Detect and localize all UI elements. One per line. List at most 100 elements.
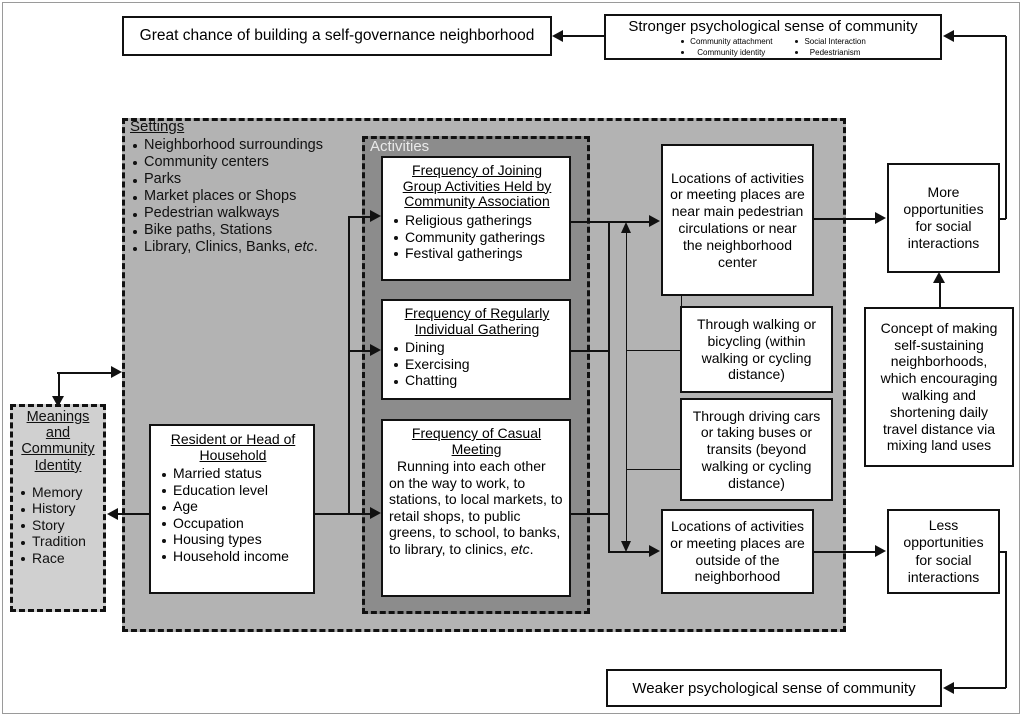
settings-block: Settings Neighborhood surroundings Commu… <box>130 118 360 257</box>
list-item: Tradition <box>18 533 104 550</box>
connector-resident-to-meanings <box>118 513 151 515</box>
activities-label: Activities <box>370 138 430 155</box>
connector-walking-riser <box>681 296 682 351</box>
less-opportunities-box: Less opportunities for social interactio… <box>887 509 1000 594</box>
connector-spine-to-casual <box>348 513 373 515</box>
casual-meeting-box: Frequency of Casual Meeting Running into… <box>381 419 571 597</box>
list-item: Religious gatherings <box>391 212 563 229</box>
list-item: Race <box>18 550 104 567</box>
settings-list: Neighborhood surroundings Community cent… <box>130 137 360 257</box>
arrow-head-bidirectional-down <box>621 541 631 552</box>
resident-list: Married status Education level Age Occup… <box>159 465 307 564</box>
meanings-title-line: Community <box>21 441 95 458</box>
driving-text: Through driving cars or taking buses or … <box>692 407 821 491</box>
connector-right-spine-up <box>1005 36 1007 219</box>
list-item: History <box>18 500 104 517</box>
connector-spine-to-group <box>348 216 373 218</box>
connector-group-to-spine <box>571 221 609 223</box>
list-item: Chatting <box>391 372 563 389</box>
connector-near-to-more <box>814 218 877 220</box>
list-item: Market places or Shops <box>130 188 360 205</box>
list-item: Exercising <box>391 356 563 373</box>
meanings-title-line: and <box>45 425 71 442</box>
list-item: Age <box>159 498 307 515</box>
individual-gathering-box: Frequency of Regularly Individual Gather… <box>381 299 571 400</box>
connector-right-to-weaker <box>954 687 1006 689</box>
stronger-sense-bullets: Community attachment Community identity … <box>680 37 866 59</box>
connector-stronger-to-great <box>563 35 605 37</box>
arrow-head-group-activities <box>370 210 381 222</box>
great-chance-box: Great chance of building a self-governan… <box>122 16 552 56</box>
connector-meanings-up <box>58 372 60 404</box>
stronger-sense-box: Stronger psychological sense of communit… <box>604 14 942 60</box>
list-item: Parks <box>130 171 360 188</box>
arrow-head-locations-near <box>649 215 660 227</box>
meanings-title-line: Identity <box>34 457 82 474</box>
list-item: Neighborhood surroundings <box>130 137 360 154</box>
weaker-sense-text: Weaker psychological sense of community <box>632 679 916 697</box>
meanings-title-line: Meanings <box>26 409 90 425</box>
arrow-head-great-chance <box>552 30 563 42</box>
list-item: Festival gatherings <box>391 245 563 262</box>
locations-outside-box: Locations of activities or meeting place… <box>661 509 814 594</box>
list-item: Community gatherings <box>391 229 563 246</box>
group-activities-box: Frequency of Joining Group Activities He… <box>381 156 571 281</box>
resident-box: Resident or Head of Household Married st… <box>149 424 315 594</box>
stronger-sense-title: Stronger psychological sense of communit… <box>628 17 918 35</box>
connector-right-to-stronger <box>954 35 1006 37</box>
meanings-title: Meanings and Community Identity <box>12 409 104 474</box>
stronger-sense-bullets-left: Community attachment Community identity <box>680 37 772 59</box>
connector-outcome-spine <box>608 221 610 552</box>
list-item: Dining <box>391 339 563 356</box>
connector-driving-left-stub <box>626 469 682 470</box>
locations-outside-text: Locations of activities or meeting place… <box>670 517 805 585</box>
connector-casual-to-spine <box>571 513 609 515</box>
arrow-head-stronger-sense <box>943 30 954 42</box>
more-opportunities-box: More opportunities for social interactio… <box>887 163 1000 273</box>
arrow-head-meanings-top <box>52 396 64 407</box>
weaker-sense-box: Weaker psychological sense of community <box>606 669 942 707</box>
list-item: Story <box>18 517 104 534</box>
list-item: Community centers <box>130 154 360 171</box>
casual-meeting-body: Running into each other on the way to wo… <box>389 458 563 557</box>
settings-title: Settings <box>130 118 185 135</box>
connector-driving-riser <box>681 469 682 501</box>
list-item: Pedestrian walkways <box>130 205 360 222</box>
arrow-head-more-opportunities-bottom <box>933 272 945 283</box>
list-item: Social Interaction <box>794 37 866 48</box>
meanings-block: Meanings and Community Identity Memory H… <box>12 409 104 567</box>
connector-activities-spine <box>348 216 350 514</box>
arrow-head-locations-outside <box>649 545 660 557</box>
group-activities-title: Frequency of Joining Group Activities He… <box>402 162 552 210</box>
arrow-head-weaker-sense <box>943 682 954 694</box>
list-item: Married status <box>159 465 307 482</box>
list-item: Household income <box>159 548 307 565</box>
individual-gathering-title: Frequency of Regularly Individual Gather… <box>404 305 550 337</box>
walking-text: Through walking or bicycling (within wal… <box>696 315 817 383</box>
meanings-list: Memory History Story Tradition Race <box>12 484 104 567</box>
resident-title: Resident or Head of Household <box>170 431 296 463</box>
connector-right-spine-down <box>1005 551 1007 688</box>
connector-meanings-to-settings <box>57 372 112 374</box>
group-activities-list: Religious gatherings Community gathering… <box>391 212 563 262</box>
list-item: Community attachment <box>680 37 772 48</box>
arrow-head-casual-meeting <box>370 507 381 519</box>
concept-text: Concept of making self-sustaining neighb… <box>880 319 998 454</box>
list-item: Memory <box>18 484 104 501</box>
list-item: Community identity <box>680 48 772 59</box>
locations-near-text: Locations of activities or meeting place… <box>670 169 805 270</box>
arrow-head-individual-gathering <box>370 344 381 356</box>
driving-box: Through driving cars or taking buses or … <box>680 398 833 501</box>
connector-outside-to-less <box>814 551 877 553</box>
walking-box: Through walking or bicycling (within wal… <box>680 306 833 393</box>
less-opportunities-text: Less opportunities for social interactio… <box>903 517 984 585</box>
connector-walking-left-stub <box>626 350 682 351</box>
list-item: Bike paths, Stations <box>130 222 360 239</box>
stronger-sense-bullets-right: Social Interaction Pedestrianism <box>794 37 866 59</box>
more-opportunities-text: More opportunities for social interactio… <box>903 183 984 252</box>
meanings-container <box>10 404 106 612</box>
list-item: Library, Clinics, Banks, etc. <box>130 239 360 256</box>
connector-individual-to-spine <box>571 350 609 352</box>
